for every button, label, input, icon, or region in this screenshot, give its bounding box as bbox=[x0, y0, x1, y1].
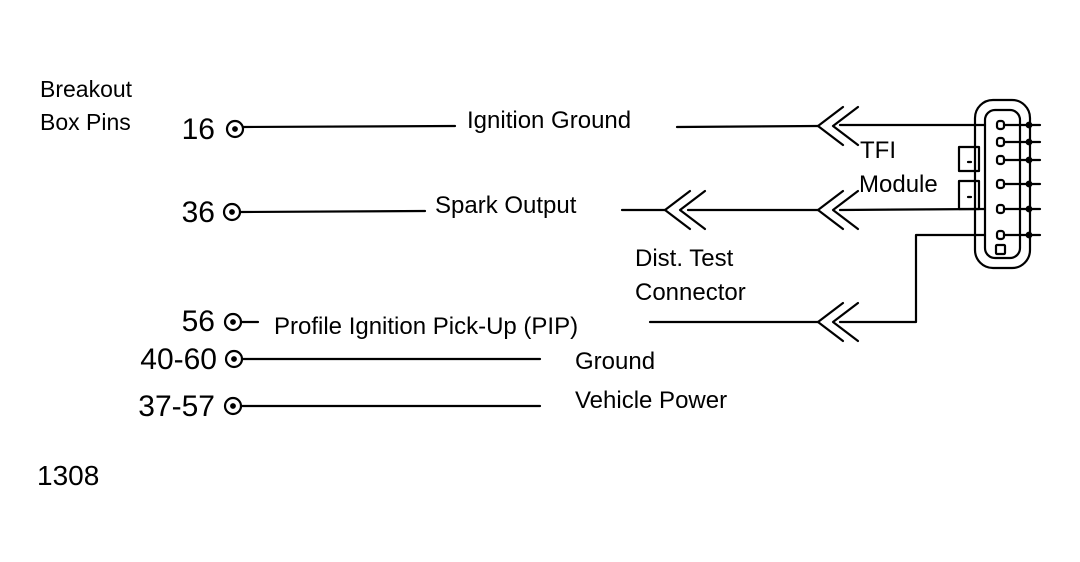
signal-label-spark-output: Spark Output bbox=[435, 192, 577, 219]
signal-label-vehicle-power: Vehicle Power bbox=[575, 387, 728, 414]
module-terminal-1 bbox=[995, 119, 1042, 131]
module-terminal-3 bbox=[995, 154, 1042, 166]
pin-terminal-36 bbox=[222, 202, 242, 222]
pin-terminal-56 bbox=[223, 312, 243, 332]
module-terminal-6 bbox=[995, 229, 1042, 241]
module-terminal-2 bbox=[995, 136, 1042, 148]
breakout-header-line2: Box Pins bbox=[40, 109, 131, 135]
pin-number-40-60: 40-60 bbox=[140, 343, 217, 376]
test-connector-label-line2: Connector bbox=[635, 279, 746, 306]
signal-label-ground: Ground bbox=[575, 348, 656, 375]
pin-number-36: 36 bbox=[181, 196, 215, 229]
connector-chevron-spark-module bbox=[816, 189, 860, 231]
module-terminal-7 bbox=[994, 243, 1007, 256]
wire-spark-output bbox=[238, 207, 987, 214]
tfi-module-label-line1: TFI bbox=[860, 137, 896, 164]
test-connector-label-line1: Dist. Test bbox=[635, 245, 734, 272]
pin-number-56: 56 bbox=[181, 305, 215, 338]
pin-terminal-37-57 bbox=[223, 396, 243, 416]
pin-terminal-16 bbox=[225, 119, 245, 139]
wire-pip bbox=[239, 233, 987, 324]
connector-chevron-pip bbox=[816, 301, 860, 343]
tfi-module-label-line2: Module bbox=[859, 171, 938, 198]
connector-chevron-spark-test bbox=[663, 189, 707, 231]
module-terminals bbox=[994, 119, 1042, 256]
signal-label-ignition-ground: Ignition Ground bbox=[467, 107, 632, 134]
pin-terminal-40-60 bbox=[224, 349, 244, 369]
breakout-header-line1: Breakout bbox=[40, 76, 133, 102]
figure-code: 1308 bbox=[37, 460, 100, 491]
signal-label-pip: Profile Ignition Pick-Up (PIP) bbox=[274, 313, 579, 340]
pin-number-16: 16 bbox=[181, 113, 215, 146]
module-terminal-4 bbox=[995, 178, 1042, 190]
module-terminal-5 bbox=[995, 203, 1042, 215]
pin-number-37-57: 37-57 bbox=[138, 390, 215, 423]
connector-chevron-ignition-ground bbox=[816, 105, 860, 147]
wire-ignition-ground bbox=[241, 123, 987, 129]
